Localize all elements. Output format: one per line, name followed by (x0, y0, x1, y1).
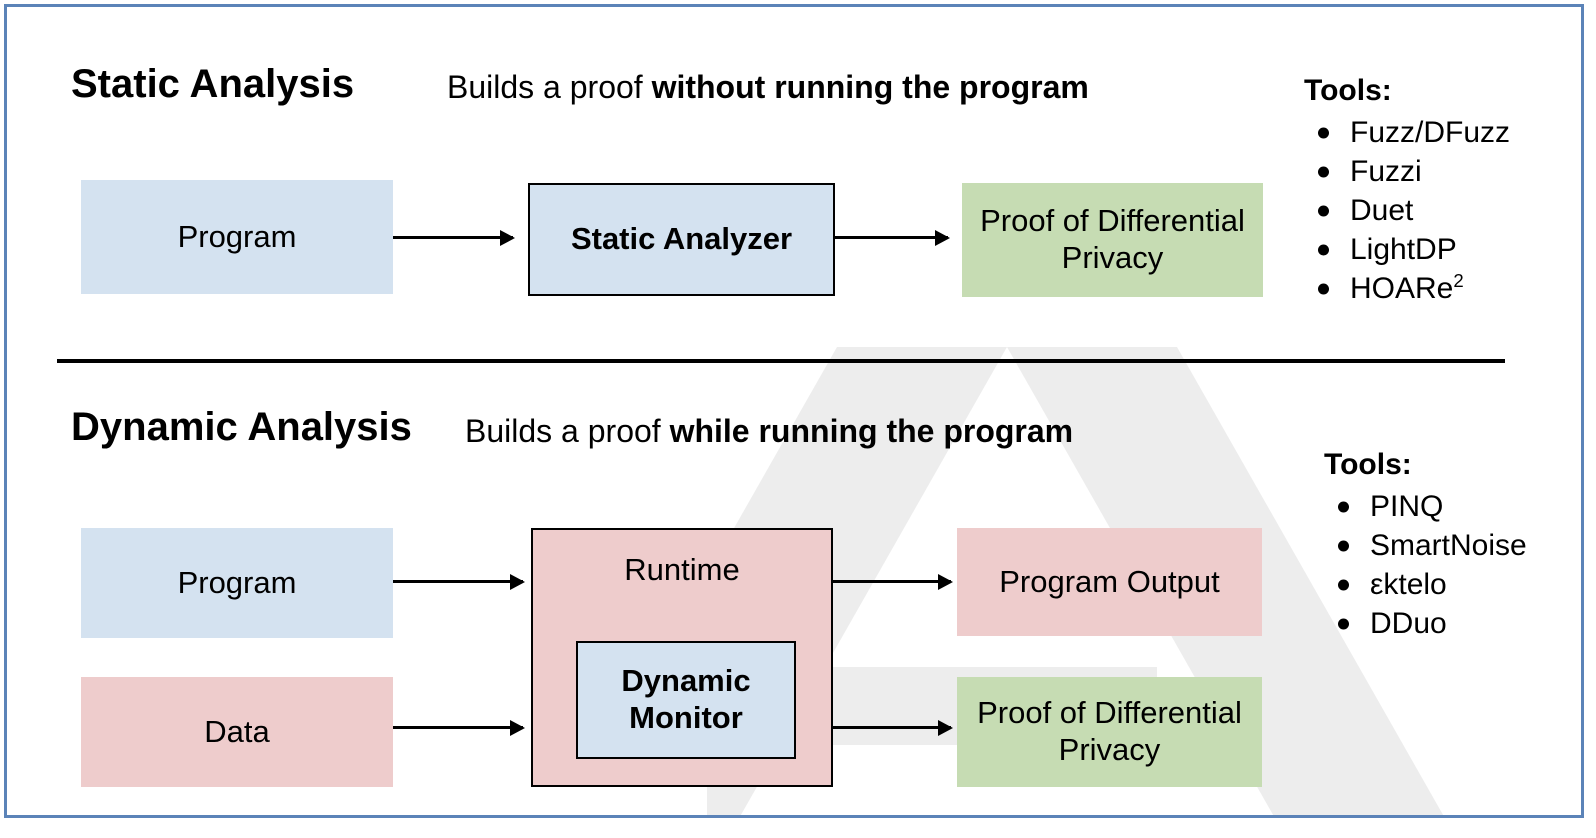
list-item: PINQ (1324, 487, 1527, 526)
dynamic-tool-2: εktelo (1370, 568, 1447, 601)
static-section-title: Static Analysis (71, 62, 355, 106)
dynamic-subtitle-bold: while running the program (669, 413, 1074, 449)
bullet-icon (1318, 283, 1329, 294)
arrow-data-to-runtime (393, 726, 523, 729)
arrow-analyzer-to-proof (835, 236, 948, 239)
static-tools-list: Fuzz/DFuzz Fuzzi Duet LightDP HOARe2 (1304, 113, 1510, 308)
arrow-runtime-to-proof (833, 726, 951, 729)
dynamic-data-box: Data (81, 677, 393, 787)
dynamic-tool-0: PINQ (1370, 490, 1444, 523)
static-proof-line1: Proof of Differential (980, 203, 1245, 239)
dynamic-proof-line2: Privacy (1058, 732, 1161, 767)
static-section-subtitle: Builds a proof without running the progr… (447, 69, 1089, 106)
static-proof-line2: Privacy (1061, 240, 1164, 275)
dynamic-monitor-line2: Monitor (629, 700, 743, 735)
caption-sliver (0, 824, 1596, 838)
list-item: εktelo (1324, 565, 1527, 604)
arrow-program-to-analyzer (393, 236, 513, 239)
list-item: Fuzz/DFuzz (1304, 113, 1510, 152)
section-divider (57, 359, 1505, 363)
dynamic-section-title: Dynamic Analysis (71, 405, 412, 449)
static-subtitle-plain: Builds a proof (447, 69, 652, 105)
dynamic-program-box: Program (81, 528, 393, 638)
dynamic-tool-1: SmartNoise (1370, 529, 1527, 562)
static-tool-4: HOARe (1350, 272, 1454, 305)
static-tool-0: Fuzz/DFuzz (1350, 116, 1511, 149)
dynamic-tools-heading: Tools: (1324, 448, 1412, 481)
list-item: LightDP (1304, 230, 1510, 269)
arrow-program-to-runtime (393, 580, 523, 583)
list-item: SmartNoise (1324, 526, 1527, 565)
bullet-icon (1318, 205, 1329, 216)
bullet-icon (1338, 540, 1349, 551)
static-tool-4-superscript: 2 (1453, 270, 1464, 291)
bullet-icon (1318, 244, 1329, 255)
bullet-icon (1338, 501, 1349, 512)
dynamic-proof-line1: Proof of Differential (977, 695, 1242, 731)
dynamic-subtitle-plain: Builds a proof (465, 413, 670, 449)
list-item: DDuo (1324, 604, 1527, 643)
dynamic-section-subtitle: Builds a proof while running the program (465, 413, 1073, 450)
bullet-icon (1338, 579, 1349, 590)
list-item: Fuzzi (1304, 152, 1510, 191)
static-tools-heading: Tools: (1304, 74, 1392, 107)
bullet-icon (1338, 618, 1349, 629)
dynamic-tool-3: DDuo (1370, 607, 1447, 640)
dynamic-monitor-line1: Dynamic (621, 663, 751, 699)
static-tool-2: Duet (1350, 194, 1414, 227)
bullet-icon (1318, 127, 1329, 138)
figure-frame: Static Analysis Builds a proof without r… (4, 4, 1584, 818)
static-tool-1: Fuzzi (1350, 155, 1422, 188)
program-output-box: Program Output (957, 528, 1262, 636)
static-program-box: Program (81, 180, 393, 294)
static-tool-3: LightDP (1350, 233, 1457, 266)
static-analyzer-box: Static Analyzer (528, 183, 835, 296)
static-subtitle-bold: without running the program (651, 69, 1089, 105)
arrow-runtime-to-output (833, 580, 951, 583)
list-item: HOARe2 (1304, 269, 1510, 308)
list-item: Duet (1304, 191, 1510, 230)
bullet-icon (1318, 166, 1329, 177)
dynamic-tools-list: PINQ SmartNoise εktelo DDuo (1324, 487, 1527, 643)
runtime-label: Runtime (624, 552, 740, 587)
